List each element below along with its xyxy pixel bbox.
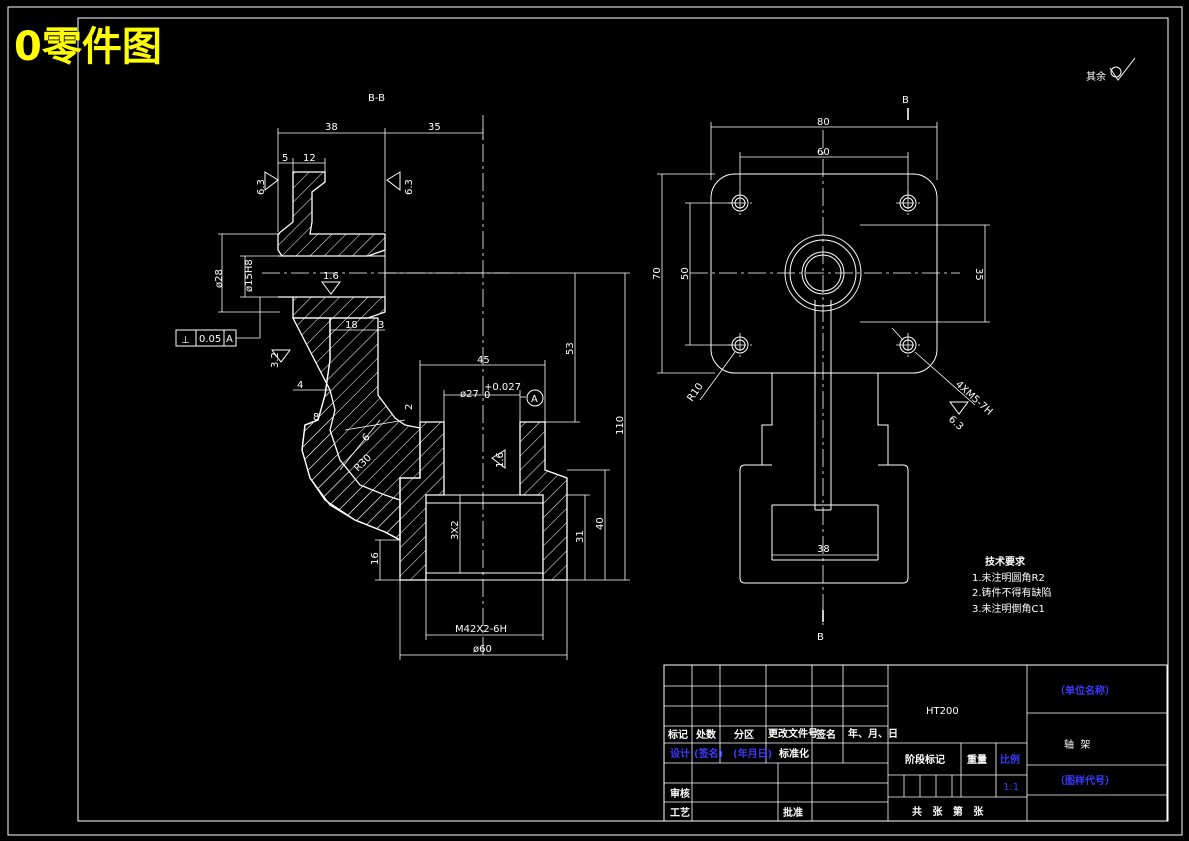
datum-a-label: A bbox=[531, 394, 538, 405]
dim-phi27-tolerance-lower: 0 bbox=[484, 390, 490, 401]
tb-design-date: (年月日) bbox=[733, 747, 772, 760]
tech-req-title: 技术要求 bbox=[985, 555, 1026, 568]
tb-weight-label: 重量 bbox=[967, 753, 987, 766]
side-dim-r10: R10 bbox=[685, 381, 705, 403]
tb-scale-value: 1:1 bbox=[1003, 782, 1019, 793]
dim-31: 31 bbox=[575, 530, 586, 543]
dim-35: 35 bbox=[428, 122, 441, 133]
tb-part-name: 轴 架 bbox=[1064, 738, 1090, 751]
tech-req-item-1: 1.未注明圆角R2 bbox=[972, 571, 1045, 584]
dim-phi27: ø27 bbox=[460, 389, 479, 400]
tb-process: 工艺 bbox=[670, 806, 690, 819]
section-body bbox=[277, 171, 568, 581]
section-dimension-lines bbox=[218, 128, 630, 660]
tb-design-sign: (签名) bbox=[694, 747, 723, 760]
side-dim-roughness-6-3: 6.3 bbox=[946, 414, 965, 433]
section-arrow-label-bottom: B bbox=[817, 632, 824, 643]
dim-phi60: ø60 bbox=[473, 644, 492, 655]
tolerance-frame: ⊥ 0.05 A bbox=[175, 329, 237, 347]
dim-110: 110 bbox=[615, 416, 626, 435]
dim-2: 2 bbox=[404, 404, 415, 410]
title-block: 标记 处数 分区 更改文件号 签名 年、月、日 设计 (签名) (年月日) 标准… bbox=[663, 664, 1168, 822]
side-view-dimension-lines bbox=[657, 122, 990, 556]
section-arrow-label-top: B bbox=[902, 95, 909, 106]
side-dim-70: 70 bbox=[652, 267, 663, 280]
section-roughness-marks bbox=[264, 171, 506, 470]
tb-approve: 批准 bbox=[783, 806, 803, 819]
side-roughness-mark bbox=[949, 401, 969, 415]
tb-sheets: 共 张 第 张 bbox=[912, 805, 984, 818]
dim-phi27-tolerance: +0.027 bbox=[484, 382, 521, 393]
tb-label-mark: 标记 bbox=[667, 728, 688, 741]
side-view-body bbox=[710, 173, 938, 584]
dim-38: 38 bbox=[325, 122, 338, 133]
datum-a-marker: A bbox=[526, 389, 544, 407]
dim-8: 8 bbox=[313, 412, 319, 423]
roughness-1-6-housing: 1.6 bbox=[495, 452, 506, 468]
dim-3x2: 3X2 bbox=[450, 520, 461, 540]
dim-53: 53 bbox=[565, 342, 576, 355]
dim-phi15h8: ø15H8 bbox=[244, 259, 255, 292]
roughness-6-3-left: 6.3 bbox=[256, 179, 267, 195]
tech-req-item-3: 3.未注明倒角C1 bbox=[972, 602, 1045, 615]
tb-material: HT200 bbox=[926, 706, 959, 717]
dim-phi28: ø28 bbox=[214, 269, 225, 288]
side-dim-35: 35 bbox=[973, 268, 984, 281]
side-dim-80: 80 bbox=[817, 117, 830, 128]
tb-design: 设计 bbox=[670, 747, 690, 760]
dim-16: 16 bbox=[370, 552, 381, 565]
dim-thread: M42X2-6H bbox=[455, 624, 507, 635]
dim-12: 12 bbox=[303, 153, 316, 164]
section-view-label: B-B bbox=[368, 93, 385, 104]
tb-company: （单位名称） bbox=[1055, 684, 1115, 697]
tb-stage-label: 阶段标记 bbox=[905, 753, 945, 766]
tb-drawing-no: （图样代号） bbox=[1055, 774, 1115, 787]
drawing-header-title: 0零件图 bbox=[14, 24, 162, 70]
side-dim-holes: 4XM5-7H bbox=[953, 379, 994, 418]
dim-5: 5 bbox=[282, 153, 288, 164]
dim-3: 3 bbox=[378, 320, 384, 331]
tech-req-item-2: 2.铸件不得有缺陷 bbox=[972, 586, 1052, 599]
dim-45: 45 bbox=[477, 355, 490, 366]
dim-18: 18 bbox=[345, 320, 358, 331]
tolerance-symbol: ⊥ bbox=[181, 335, 190, 346]
outer-border bbox=[7, 6, 1183, 836]
tb-standardization: 标准化 bbox=[778, 747, 809, 760]
rest-roughness-symbol bbox=[1109, 57, 1136, 81]
tolerance-value: 0.05 bbox=[199, 334, 221, 345]
tb-label-change-doc: 更改文件号 bbox=[768, 727, 818, 740]
roughness-3-2: 3.2 bbox=[270, 352, 281, 368]
tb-label-signature: 签名 bbox=[815, 728, 836, 741]
roughness-1-6-bore: 1.6 bbox=[323, 271, 339, 282]
dim-4: 4 bbox=[297, 380, 303, 391]
tb-review: 审核 bbox=[670, 787, 690, 800]
technical-requirements: 技术要求 1.未注明圆角R2 2.铸件不得有缺陷 3.未注明倒角C1 bbox=[972, 555, 1052, 615]
tb-label-date: 年、月、日 bbox=[848, 727, 898, 740]
roughness-6-3-right: 6.3 bbox=[404, 179, 415, 195]
inner-border bbox=[77, 17, 1169, 822]
side-dim-60: 60 bbox=[817, 147, 830, 158]
rest-roughness-label: 其余 bbox=[1086, 70, 1106, 83]
tolerance-datum: A bbox=[226, 334, 233, 345]
tb-label-count: 处数 bbox=[695, 728, 717, 741]
side-dim-50: 50 bbox=[680, 267, 691, 280]
side-dim-38: 38 bbox=[817, 544, 830, 555]
tb-label-zone: 分区 bbox=[734, 728, 754, 741]
tb-scale-label: 比例 bbox=[1000, 753, 1020, 766]
dim-40: 40 bbox=[595, 517, 606, 530]
